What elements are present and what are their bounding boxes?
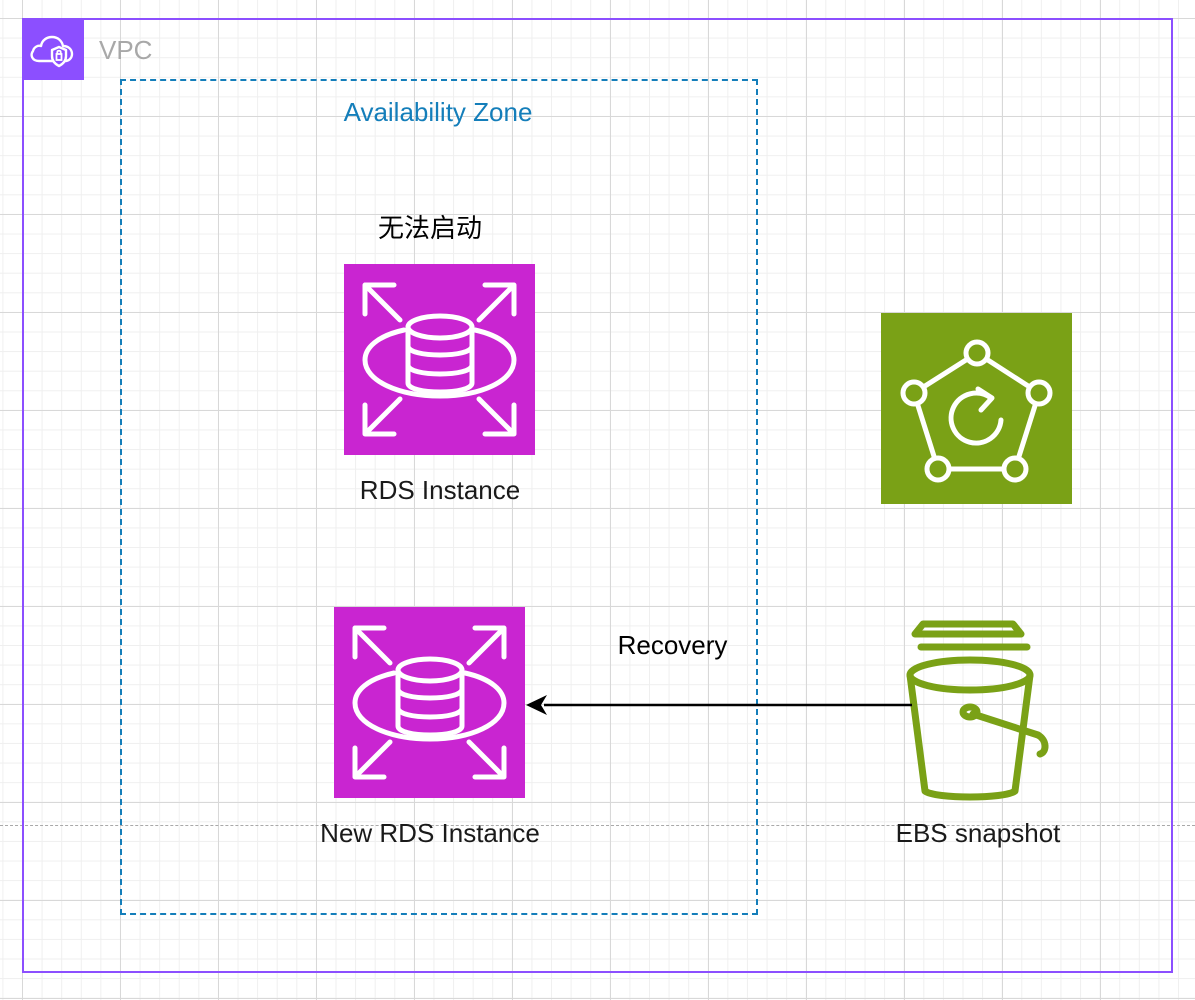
page-break-line [0,825,1195,826]
availability-zone-group[interactable] [120,79,758,915]
ebs-snapshot-label: EBS snapshot [895,818,1061,848]
rds-instance-node[interactable] [344,264,535,455]
vpc-cloud-shield-icon [22,18,84,80]
recovery-edge-label: Recovery [617,630,728,660]
recovery-arrow[interactable] [520,690,915,720]
new-rds-instance-node[interactable] [334,607,525,798]
rds-database-icon [362,282,517,437]
vpc-label: VPC [99,35,153,65]
vpc-group[interactable] [22,18,1173,973]
rds-instance-label: RDS Instance [359,475,521,505]
rds-status-label: 无法启动 [377,213,482,243]
rds-database-icon [352,625,507,780]
bucket-icon[interactable] [895,608,1055,803]
new-rds-instance-label: New RDS Instance [320,818,540,848]
backup-service-node[interactable] [881,313,1072,504]
backup-recovery-icon [900,339,1053,483]
availability-zone-label: Availability Zone [343,97,533,127]
